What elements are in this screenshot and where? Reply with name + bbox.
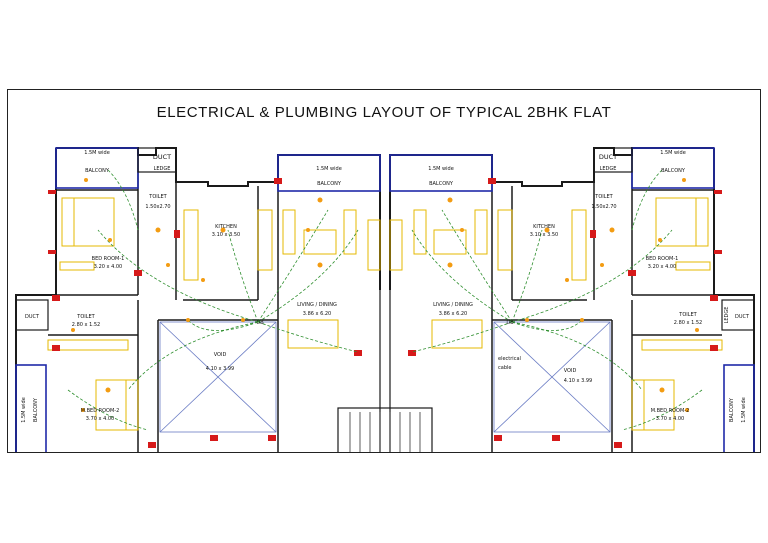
toilet-label-tl: TOILET [148, 194, 167, 200]
balcony-width-br: 1.5M wide [741, 397, 747, 423]
bedroom1-label-l: BED ROOM-1 [92, 256, 125, 262]
mbed-label-r: M.BED ROOM-2 [651, 408, 690, 414]
ledge-label-mr: LEDGE [724, 307, 730, 324]
ledge-label-tl: LEDGE [154, 166, 171, 172]
balcony-width-cr: 1.5M wide [428, 166, 454, 172]
ledge-label-tr: LEDGE [600, 166, 617, 172]
db-label-r: DB [506, 320, 514, 326]
balcony-name-cl: BALCONY [317, 181, 342, 187]
ducts [15, 147, 755, 331]
door-jambs [48, 178, 722, 448]
staircase [349, 412, 421, 452]
balconies [15, 147, 755, 452]
bedroom1-dim-r: 3.20 x 4.00 [648, 264, 676, 270]
balcony-width-bl: 1.5M wide [21, 397, 27, 423]
kitchen-label-r: KITCHEN [533, 224, 555, 230]
void-dim-l: 4.10 x 3.99 [206, 366, 234, 372]
electrical-cable-label-2: cable [498, 365, 511, 371]
mbed-label-l: M.BED ROOM-2 [81, 408, 120, 414]
toilet-label-ml: TOILET [76, 314, 95, 320]
balcony-name-bl: BALCONY [33, 397, 39, 422]
duct-label-tr: DUCT [599, 153, 617, 161]
toilet-dim-mr: 2.80 x 1.52 [674, 320, 702, 326]
toilet-label-mr: TOILET [678, 312, 697, 318]
kitchen-dim-l: 3.10 x 3.50 [212, 232, 240, 238]
duct-label-ml: DUCT [25, 314, 40, 320]
electrical-cable-label: electrical [498, 356, 521, 362]
drawing-frame: ELECTRICAL & PLUMBING LAYOUT OF TYPICAL … [7, 89, 761, 453]
kitchen-dim-r: 3.10 x 3.50 [530, 232, 558, 238]
wiring [67, 169, 703, 431]
living-dim-r: 3.86 x 6.20 [439, 311, 467, 317]
balcony-width-tl: 1.5M wide [84, 150, 110, 156]
living-label-r: LIVING / DINING [433, 302, 473, 308]
bedroom1-dim-l: 3.20 x 4.00 [94, 264, 122, 270]
furniture [47, 197, 723, 431]
balcony-name-cr: BALCONY [429, 181, 454, 187]
toilet-label-tr: TOILET [594, 194, 613, 200]
living-label-l: LIVING / DINING [297, 302, 337, 308]
kitchen-label-l: KITCHEN [215, 224, 237, 230]
toilet-dim-ml: 2.80 x 1.52 [72, 322, 100, 328]
bedroom1-label-r: BED ROOM-1 [646, 256, 679, 262]
fixtures [71, 178, 699, 412]
void-label-l: VOID [214, 352, 227, 358]
toilet-dim-tr: 1.50x2.70 [591, 204, 616, 210]
drawing-title: ELECTRICAL & PLUMBING LAYOUT OF TYPICAL … [156, 104, 612, 121]
void-dim-r: 4.10 x 3.99 [564, 378, 592, 384]
balcony-name-tl: BALCONY [85, 168, 110, 174]
db-label-l: DB [256, 320, 264, 326]
void-label-r: VOID [564, 368, 577, 374]
mbed-dim-l: 3.70 x 4.00 [86, 416, 114, 422]
duct-label-mr: DUCT [735, 314, 750, 320]
balcony-width-tr: 1.5M wide [660, 150, 686, 156]
balcony-width-cl: 1.5M wide [316, 166, 342, 172]
balcony-name-tr: BALCONY [661, 168, 686, 174]
balcony-name-br: BALCONY [729, 397, 735, 422]
walls [15, 147, 755, 452]
toilet-dim-tl: 1.50x2.70 [145, 204, 170, 210]
living-dim-l: 3.86 x 6.20 [303, 311, 331, 317]
mbed-dim-r: 3.70 x 4.00 [656, 416, 684, 422]
voids [159, 321, 611, 433]
duct-label-tl: DUCT [153, 153, 171, 161]
floor-plan: DUCT LEDGE 1.5M wide BALCONY TOILET 1.50… [15, 147, 755, 452]
